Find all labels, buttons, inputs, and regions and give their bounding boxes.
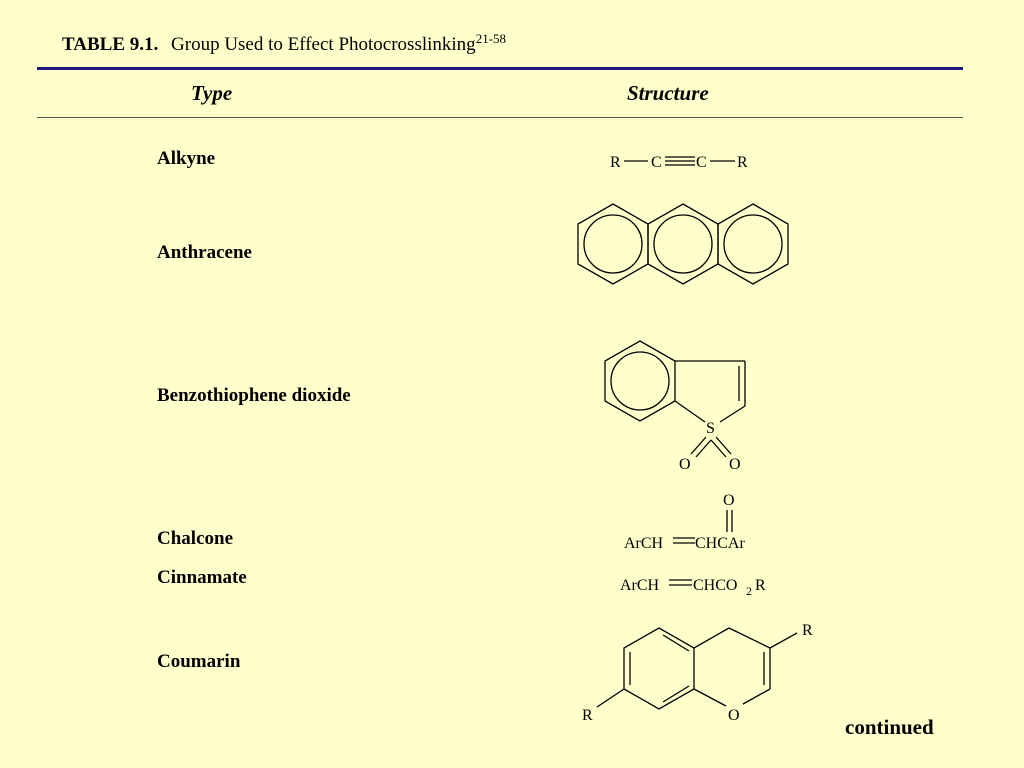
- substituent-bond-left: [596, 688, 625, 708]
- table-title-refs: 21-58: [475, 31, 507, 46]
- continued-label: continued: [845, 715, 934, 739]
- anthracene-ring-right: [717, 203, 789, 285]
- benzothiophene-dioxide-structure: S O O: [604, 340, 746, 473]
- anthracene-aromatic-circle-middle: [653, 214, 713, 274]
- anthracene-aromatic-circle-right: [723, 214, 783, 274]
- anthracene-ring-left: [577, 203, 649, 285]
- sulfur-label: S: [706, 420, 715, 437]
- benzene-ring: [604, 340, 676, 422]
- alkyne-r-left: R: [610, 154, 621, 171]
- anthracene-ring-middle: [647, 203, 719, 285]
- type-alkyne: Alkyne: [157, 148, 216, 169]
- chalcone-structure: O ArCH CHCAr: [624, 492, 745, 552]
- cinnamate-right-text: CHCO: [693, 577, 737, 594]
- coumarin-benzene-ring: [623, 627, 695, 710]
- type-coumarin: Coumarin: [157, 651, 241, 672]
- benzene-inner-bond-bottom: [662, 685, 690, 703]
- oxygen-label-right: O: [729, 456, 741, 473]
- column-header-structure: Structure: [627, 81, 709, 105]
- cinnamate-end-text: R: [755, 577, 766, 594]
- benzene-inner-bond-top: [662, 634, 690, 652]
- alkyne-r-right: R: [737, 154, 748, 171]
- anthracene-aromatic-circle-left: [583, 214, 643, 274]
- chalcone-oxygen-label: O: [723, 492, 735, 509]
- type-anthracene: Anthracene: [157, 242, 252, 263]
- so-double-bond-left-1: [690, 436, 707, 455]
- header-rule: [37, 117, 963, 118]
- coumarin-r-top: R: [802, 622, 813, 639]
- pyran-bond-to-oxygen: [742, 688, 771, 705]
- coumarin-r-left: R: [582, 707, 593, 724]
- table-caption: TABLE 9.1. Group Used to Effect Photocro…: [62, 31, 507, 56]
- anthracene-structure: [577, 203, 789, 285]
- pyran-bond-top-left: [693, 627, 730, 649]
- type-benzothiophene-dioxide: Benzothiophene dioxide: [157, 385, 351, 406]
- alkyne-structure: R C C R: [610, 154, 748, 171]
- so-double-bond-right-2: [710, 439, 727, 458]
- chalcone-right-text: CHCAr: [695, 535, 745, 552]
- top-rule: [37, 67, 963, 70]
- coumarin-oxygen-label: O: [728, 707, 740, 724]
- alkyne-c-right: C: [696, 154, 707, 171]
- so-double-bond-right-1: [715, 436, 732, 455]
- chalcone-left-text: ArCH: [624, 535, 664, 552]
- column-header-type: Type: [191, 81, 233, 105]
- table-title: Group Used to Effect Photocrosslinking: [171, 34, 476, 55]
- cinnamate-left-text: ArCH: [620, 577, 660, 594]
- coumarin-structure: R R O: [582, 622, 813, 724]
- thiophene-bond-to-sulfur-right: [719, 405, 746, 423]
- type-chalcone: Chalcone: [157, 528, 233, 549]
- benzene-aromatic-circle: [610, 351, 670, 411]
- substituent-bond-top: [769, 632, 798, 649]
- oxygen-label-left: O: [679, 456, 691, 473]
- pyran-bond-top-right: [728, 627, 771, 649]
- cinnamate-subscript: 2: [746, 584, 752, 598]
- thiophene-bond-to-sulfur-left: [674, 400, 706, 423]
- table-number: TABLE 9.1.: [62, 34, 159, 55]
- oxygen-bond-to-benzene: [693, 688, 727, 707]
- alkyne-c-left: C: [651, 154, 662, 171]
- type-cinnamate: Cinnamate: [157, 567, 247, 588]
- cinnamate-structure: ArCH CHCO 2 R: [620, 577, 766, 598]
- so-double-bond-left-2: [695, 439, 712, 458]
